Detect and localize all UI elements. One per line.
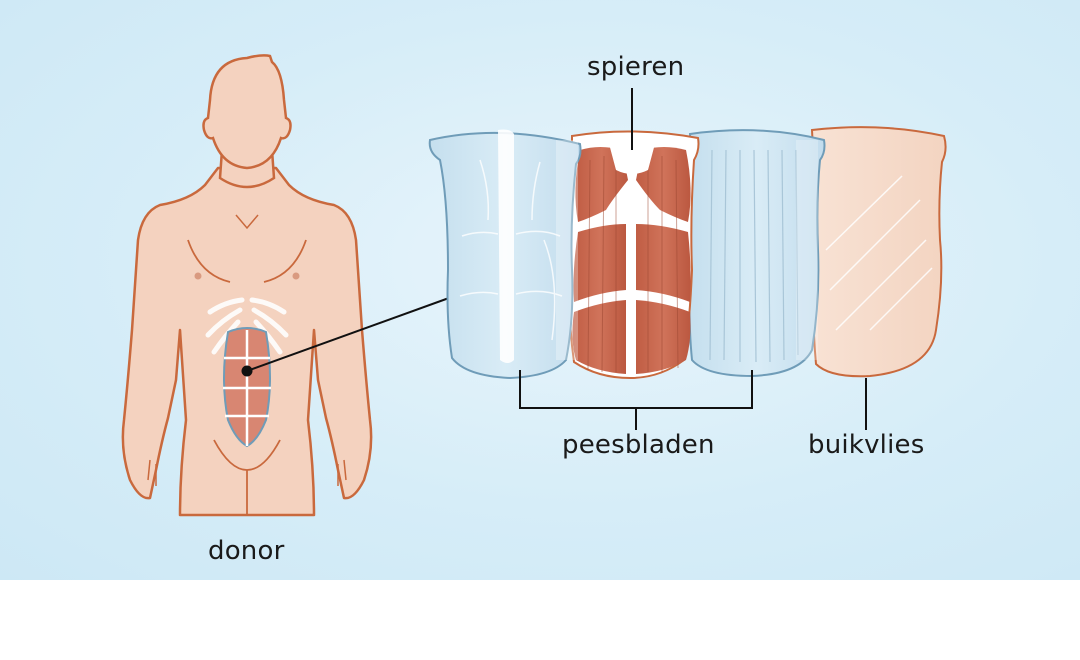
donor-label: donor <box>208 536 285 566</box>
tendon-sheet-left <box>428 129 582 380</box>
peritoneum-label: buikvlies <box>808 430 925 460</box>
nipple-left <box>194 272 202 280</box>
abdominal-wall-diagram <box>121 54 947 517</box>
tendon-sheet-right <box>688 129 826 378</box>
callout-lines <box>519 88 867 430</box>
muscle-layer <box>568 130 700 380</box>
donor-pointer <box>241 293 461 377</box>
donor-figure <box>121 54 373 517</box>
peritoneum-layer <box>810 126 947 378</box>
nipple-right <box>292 272 300 280</box>
pointer-dot <box>241 365 253 377</box>
muscles-label: spieren <box>587 52 685 82</box>
tendon-sheets-label: peesbladen <box>562 430 715 460</box>
donor-head <box>202 54 292 170</box>
